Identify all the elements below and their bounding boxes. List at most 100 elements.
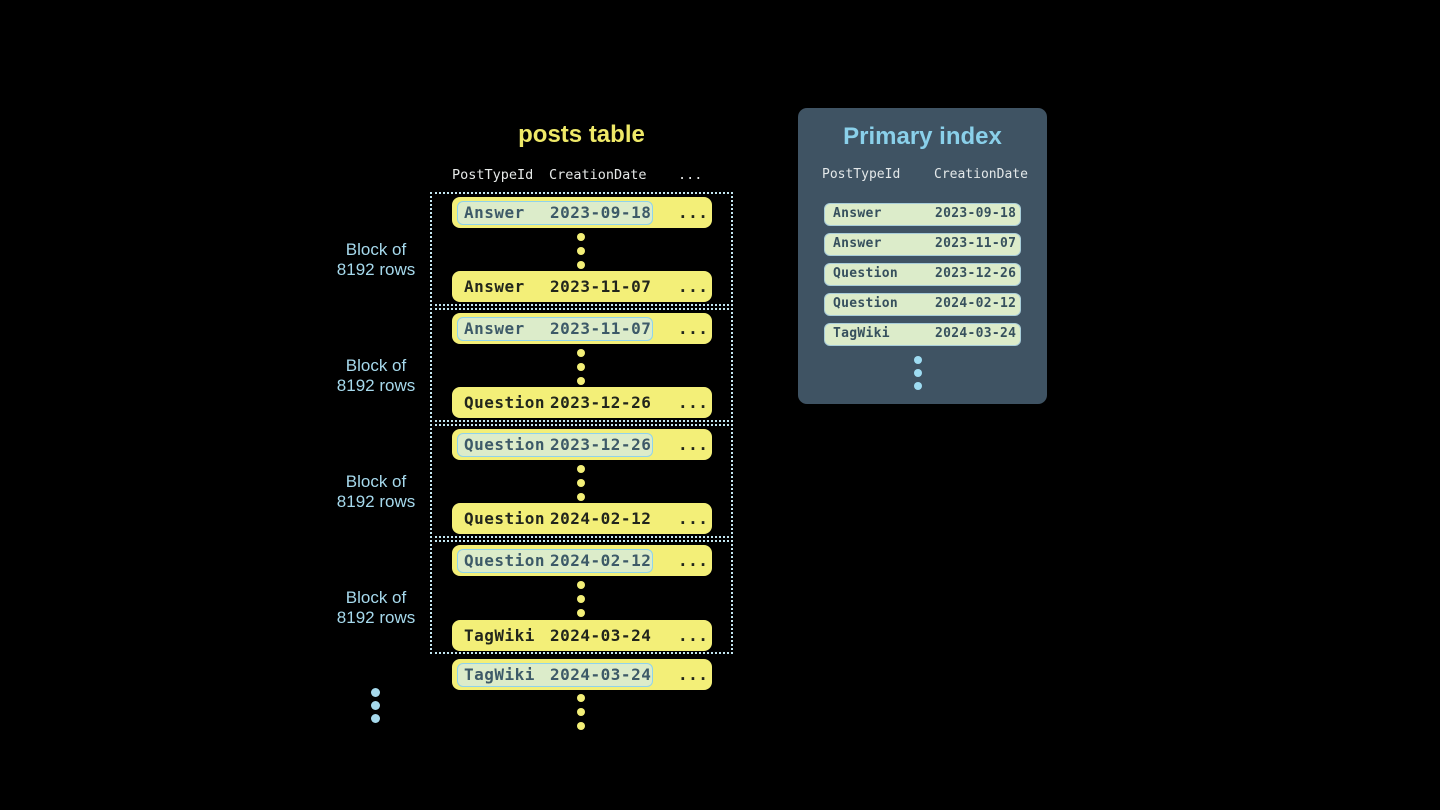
row-highlight [457,548,653,573]
more-blocks-ellipsis-dots [371,688,380,723]
table-row-block4-last: TagWiki 2024-03-24 ... [452,620,712,651]
row-posttypeid: Question [464,393,546,412]
index-row: Question 2024-02-12 [824,293,1021,316]
dot [577,595,585,603]
column-header-ellipsis: ... [678,167,703,183]
primary-index-column-headers: PostTypeId CreationDate [798,167,1047,183]
dot [371,714,380,723]
dot [577,363,585,371]
row-creationdate: 2024-02-12 [550,551,652,570]
row-highlight [457,316,653,341]
block-4-outline [430,540,733,654]
block-3-outline [430,424,733,538]
block-label-line1: Block of [345,240,407,259]
block-label-line1: Block of [345,356,407,375]
column-header-posttypeid: PostTypeId [822,167,901,182]
row-ellipsis: ... [678,277,709,296]
column-header-creationdate: CreationDate [934,167,1028,182]
row-posttypeid: TagWiki [464,626,535,645]
block-label-line1: Block of [345,472,407,491]
block-2-outline [430,308,733,422]
primary-index-title: Primary index [843,123,1002,150]
rows-ellipsis-dots [577,233,585,269]
row-highlight [457,662,653,687]
row-ellipsis: ... [678,626,709,645]
index-creationdate: 2023-12-26 [935,266,1017,281]
dot [577,233,585,241]
row-creationdate: 2023-12-26 [550,393,652,412]
row-creationdate: 2024-03-24 [550,665,652,684]
block-label-line1: Block of [345,588,407,607]
row-highlight [457,200,653,225]
column-header-creationdate: CreationDate [549,167,647,183]
primary-index-panel: Primary index PostTypeId CreationDate An… [798,108,1047,404]
rows-ellipsis-dots [577,465,585,501]
block-3-label: Block of 8192 rows [330,472,422,512]
row-creationdate: 2023-09-18 [550,203,652,222]
dot [577,377,585,385]
index-row: TagWiki 2024-03-24 [824,323,1021,346]
index-creationdate: 2023-09-18 [935,206,1017,221]
dot [577,349,585,357]
index-posttypeid: Answer [833,206,882,221]
dot [371,688,380,697]
row-posttypeid: Question [464,435,546,454]
index-posttypeid: Question [833,296,899,311]
block-4-label: Block of 8192 rows [330,588,422,628]
row-ellipsis: ... [678,319,709,338]
index-posttypeid: Answer [833,236,882,251]
row-ellipsis: ... [678,393,709,412]
row-posttypeid: TagWiki [464,665,535,684]
index-row: Answer 2023-11-07 [824,233,1021,256]
row-ellipsis: ... [678,551,709,570]
table-row-block3-last: Question 2024-02-12 ... [452,503,712,534]
index-posttypeid: Question [833,266,899,281]
block-1-label: Block of 8192 rows [330,240,422,280]
block-label-line2: 8192 rows [336,492,416,511]
row-ellipsis: ... [678,509,709,528]
index-creationdate: 2024-03-24 [935,326,1017,341]
table-row-block1-last: Answer 2023-11-07 ... [452,271,712,302]
dot [577,722,585,730]
dot [577,247,585,255]
block-label-line2: 8192 rows [336,608,416,627]
row-ellipsis: ... [678,203,709,222]
row-creationdate: 2023-12-26 [550,435,652,454]
index-row: Question 2023-12-26 [824,263,1021,286]
index-posttypeid: TagWiki [833,326,890,341]
dot [914,356,922,364]
index-creationdate: 2023-11-07 [935,236,1017,251]
row-highlight [457,432,653,457]
block-label-line2: 8192 rows [336,376,416,395]
index-row: Answer 2023-09-18 [824,203,1021,226]
table-row-block3-first: Question 2023-12-26 ... [452,429,712,460]
more-index-rows-ellipsis-dots [914,356,922,390]
dot [577,581,585,589]
row-posttypeid: Answer [464,277,525,296]
row-posttypeid: Question [464,509,546,528]
index-creationdate: 2024-02-12 [935,296,1017,311]
table-row-block1-first: Answer 2023-09-18 ... [452,197,712,228]
dot [577,493,585,501]
row-creationdate: 2024-03-24 [550,626,652,645]
row-posttypeid: Question [464,551,546,570]
block-2-label: Block of 8192 rows [330,356,422,396]
dot [577,479,585,487]
block-1-outline [430,192,733,306]
row-ellipsis: ... [678,435,709,454]
dot [577,609,585,617]
dot [914,382,922,390]
dot [577,708,585,716]
table-row-overflow: TagWiki 2024-03-24 ... [452,659,712,690]
row-posttypeid: Answer [464,203,525,222]
table-row-block2-first: Answer 2023-11-07 ... [452,313,712,344]
posts-table-title: posts table [518,121,645,148]
dot [577,465,585,473]
column-header-posttypeid: PostTypeId [452,167,534,183]
row-creationdate: 2024-02-12 [550,509,652,528]
dot [577,261,585,269]
rows-ellipsis-dots [577,349,585,385]
dot [371,701,380,710]
row-ellipsis: ... [678,665,709,684]
